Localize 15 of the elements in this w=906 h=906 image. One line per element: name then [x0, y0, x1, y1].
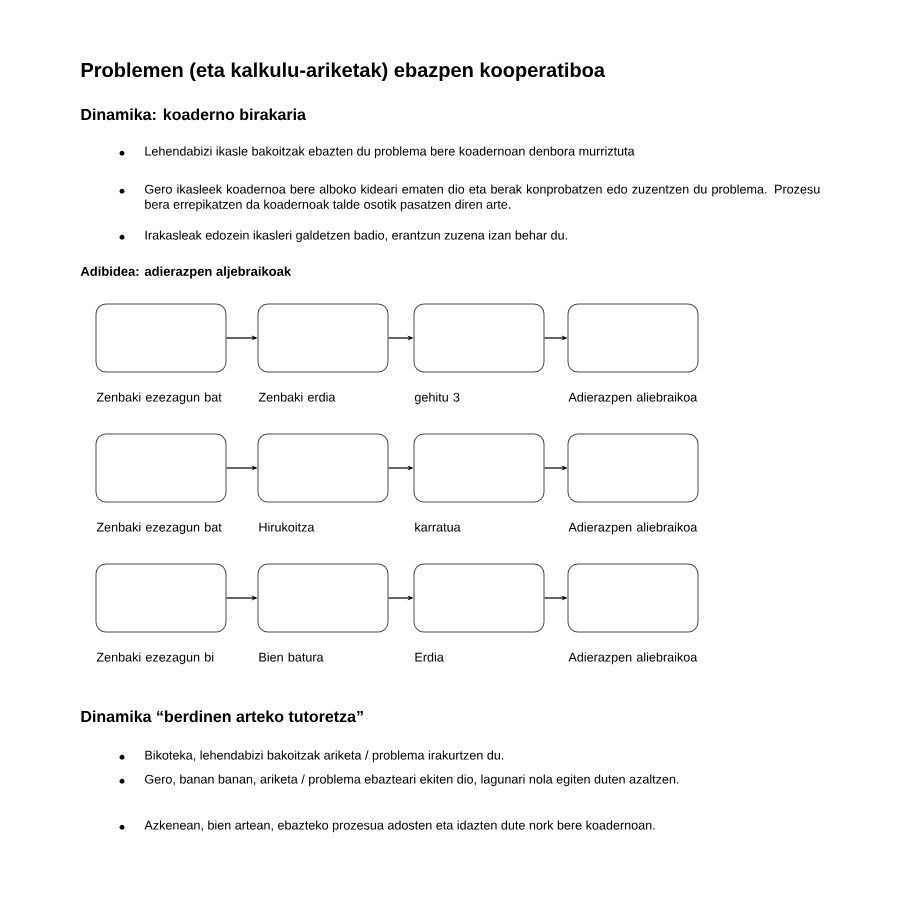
empty-box: [567, 563, 699, 633]
empty-box: [257, 563, 389, 633]
empty-box: [257, 303, 389, 373]
empty-box: [413, 433, 545, 503]
empty-box: [413, 303, 545, 373]
empty-box: [95, 433, 227, 503]
empty-box: [95, 563, 227, 633]
section-heading: Dinamika “berdinen arteko tutoretza”: [81, 710, 363, 723]
empty-box: [413, 563, 545, 633]
empty-box: [257, 433, 389, 503]
empty-box: [95, 303, 227, 373]
title: Problemen (eta kalkulu-ariketak) ebazpen kooperatiboa: [81, 62, 606, 82]
empty-box: [567, 433, 699, 503]
section-heading: Dinamika: koaderno birakaria: [81, 108, 307, 121]
empty-box: [567, 303, 699, 373]
